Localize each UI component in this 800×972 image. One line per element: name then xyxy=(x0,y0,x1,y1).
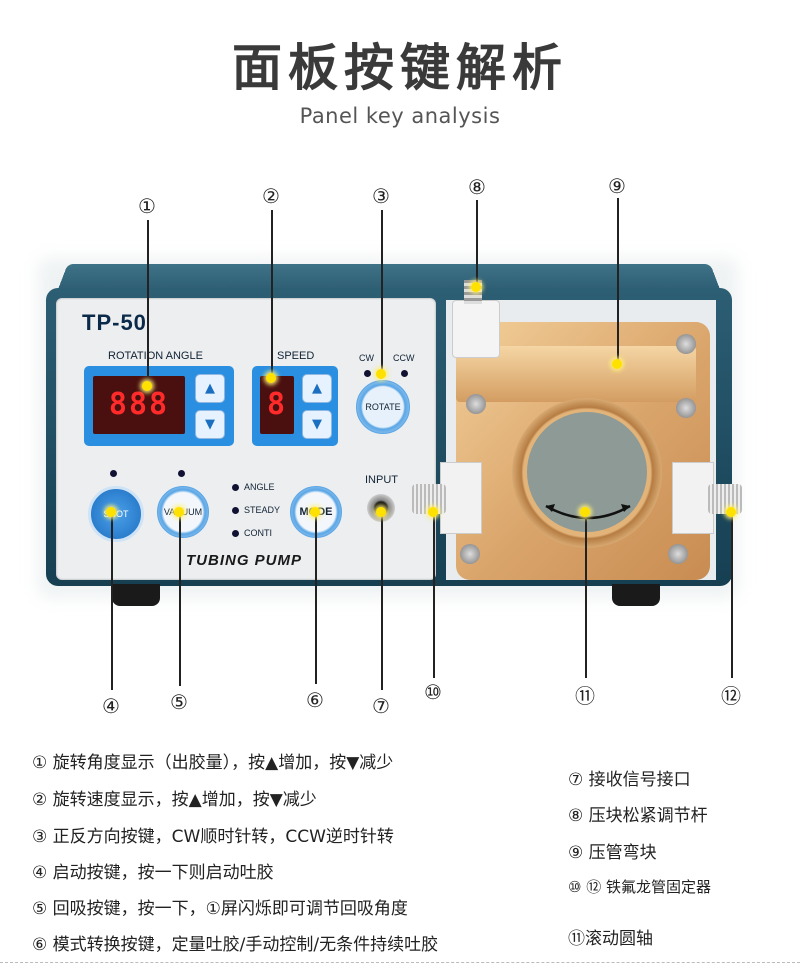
highlight-dot xyxy=(106,507,116,517)
leader-line xyxy=(111,512,113,690)
leader-line xyxy=(476,200,478,286)
page-title: 面板按键解析 xyxy=(232,39,568,97)
description-5: ⑤ 回吸按键，按一下，①屏闪烁即可调节回吸角度 xyxy=(32,899,408,919)
speed-label: SPEED xyxy=(277,350,315,362)
screw-icon xyxy=(460,544,480,564)
adjust-lever-cap xyxy=(452,300,500,358)
mode-option-angle: ANGLE xyxy=(244,482,275,492)
callout-1: ① xyxy=(138,194,156,218)
leader-line xyxy=(381,512,383,690)
highlight-dot xyxy=(471,282,481,292)
leader-line xyxy=(179,512,181,686)
leader-line xyxy=(315,512,317,684)
callout-7: ⑦ xyxy=(372,694,390,718)
down-arrow-icon: ▼ xyxy=(205,417,215,432)
tube-holder-left xyxy=(440,462,482,534)
vacuum-led xyxy=(178,470,185,477)
leader-line xyxy=(433,512,435,678)
screw-icon xyxy=(668,544,688,564)
leader-line xyxy=(147,220,149,386)
rotation-arrow-icon xyxy=(545,504,631,520)
angle-display: 888 xyxy=(93,376,185,434)
speed-display: 8 xyxy=(260,376,294,434)
callout-4: ④ xyxy=(102,694,120,718)
ccw-label: CCW xyxy=(393,353,415,363)
rotation-angle-label: ROTATION ANGLE xyxy=(108,350,203,362)
brand-label: TUBING PUMP xyxy=(186,552,302,569)
ccw-led xyxy=(401,370,408,377)
callout-2: ② xyxy=(262,184,280,208)
description-3: ③ 正反方向按键，CW顺时针转，CCW逆时针转 xyxy=(32,827,394,847)
callout-6: ⑥ xyxy=(306,688,324,712)
highlight-dot xyxy=(376,369,386,379)
device-foot-right xyxy=(612,584,660,606)
highlight-dot xyxy=(142,381,152,391)
speed-down-button[interactable]: ▼ xyxy=(302,410,332,439)
down-arrow-icon: ▼ xyxy=(312,417,322,432)
screw-icon xyxy=(466,394,486,414)
conti-mode-led xyxy=(232,530,239,537)
highlight-dot xyxy=(266,373,276,383)
cw-label: CW xyxy=(359,353,374,363)
device-foot-left xyxy=(112,584,160,606)
angle-up-button[interactable]: ▲ xyxy=(195,374,225,403)
description-7: ⑦ 接收信号接口 xyxy=(568,770,691,790)
highlight-dot xyxy=(580,507,590,517)
callout-9: ⑨ xyxy=(608,174,626,198)
model-label: TP-50 xyxy=(82,310,147,335)
leader-line xyxy=(585,512,587,678)
leader-line xyxy=(381,210,383,374)
up-arrow-icon: ▲ xyxy=(312,381,322,396)
description-4: ④ 启动按键，按一下则启动吐胶 xyxy=(32,863,274,883)
callout-8: ⑧ xyxy=(468,175,486,199)
cw-led xyxy=(364,370,371,377)
divider xyxy=(0,962,800,963)
description-8: ⑧ 压块松紧调节杆 xyxy=(568,806,708,826)
steady-mode-led xyxy=(232,507,239,514)
callout-5: ⑤ xyxy=(170,690,188,714)
description-11: ⑪滚动圆轴 xyxy=(568,929,653,949)
rotate-button[interactable]: ROTATE xyxy=(356,380,410,434)
angle-down-button[interactable]: ▼ xyxy=(195,410,225,439)
description-10-12: ⑩ ⑫ 铁氟龙管固定器 xyxy=(568,878,711,896)
mode-option-conti: CONTI xyxy=(244,528,272,538)
screw-icon xyxy=(676,398,696,418)
leader-line xyxy=(271,210,273,378)
description-2: ② 旋转速度显示，按▲增加，按▼减少 xyxy=(32,790,317,810)
callout-3: ③ xyxy=(372,184,390,208)
mode-option-steady: STEADY xyxy=(244,505,281,515)
highlight-dot xyxy=(310,507,320,517)
screw-icon xyxy=(676,334,696,354)
shot-button[interactable]: SHOT xyxy=(88,486,144,542)
callout-10: ⑩ xyxy=(424,680,442,704)
highlight-dot xyxy=(174,507,184,517)
up-arrow-icon: ▲ xyxy=(205,381,215,396)
leader-line xyxy=(731,512,733,678)
page-subtitle: Panel key analysis xyxy=(299,104,501,128)
description-9: ⑨ 压管弯块 xyxy=(568,843,657,863)
angle-mode-led xyxy=(232,484,239,491)
shot-led xyxy=(110,470,117,477)
highlight-dot xyxy=(376,507,386,517)
input-label: INPUT xyxy=(365,474,398,486)
tube-fixer-knob-right[interactable] xyxy=(708,484,742,514)
leader-line xyxy=(617,198,619,364)
callout-11: ⑪ xyxy=(575,684,595,708)
description-6: ⑥ 模式转换按键，定量吐胶/手动控制/无条件持续吐胶 xyxy=(32,935,439,955)
tube-holder-right xyxy=(672,462,714,534)
description-1: ① 旋转角度显示（出胶量），按▲增加，按▼减少 xyxy=(32,753,394,773)
highlight-dot xyxy=(612,359,622,369)
callout-12: ⑫ xyxy=(721,684,741,708)
highlight-dot xyxy=(726,507,736,517)
speed-up-button[interactable]: ▲ xyxy=(302,374,332,403)
highlight-dot xyxy=(428,507,438,517)
